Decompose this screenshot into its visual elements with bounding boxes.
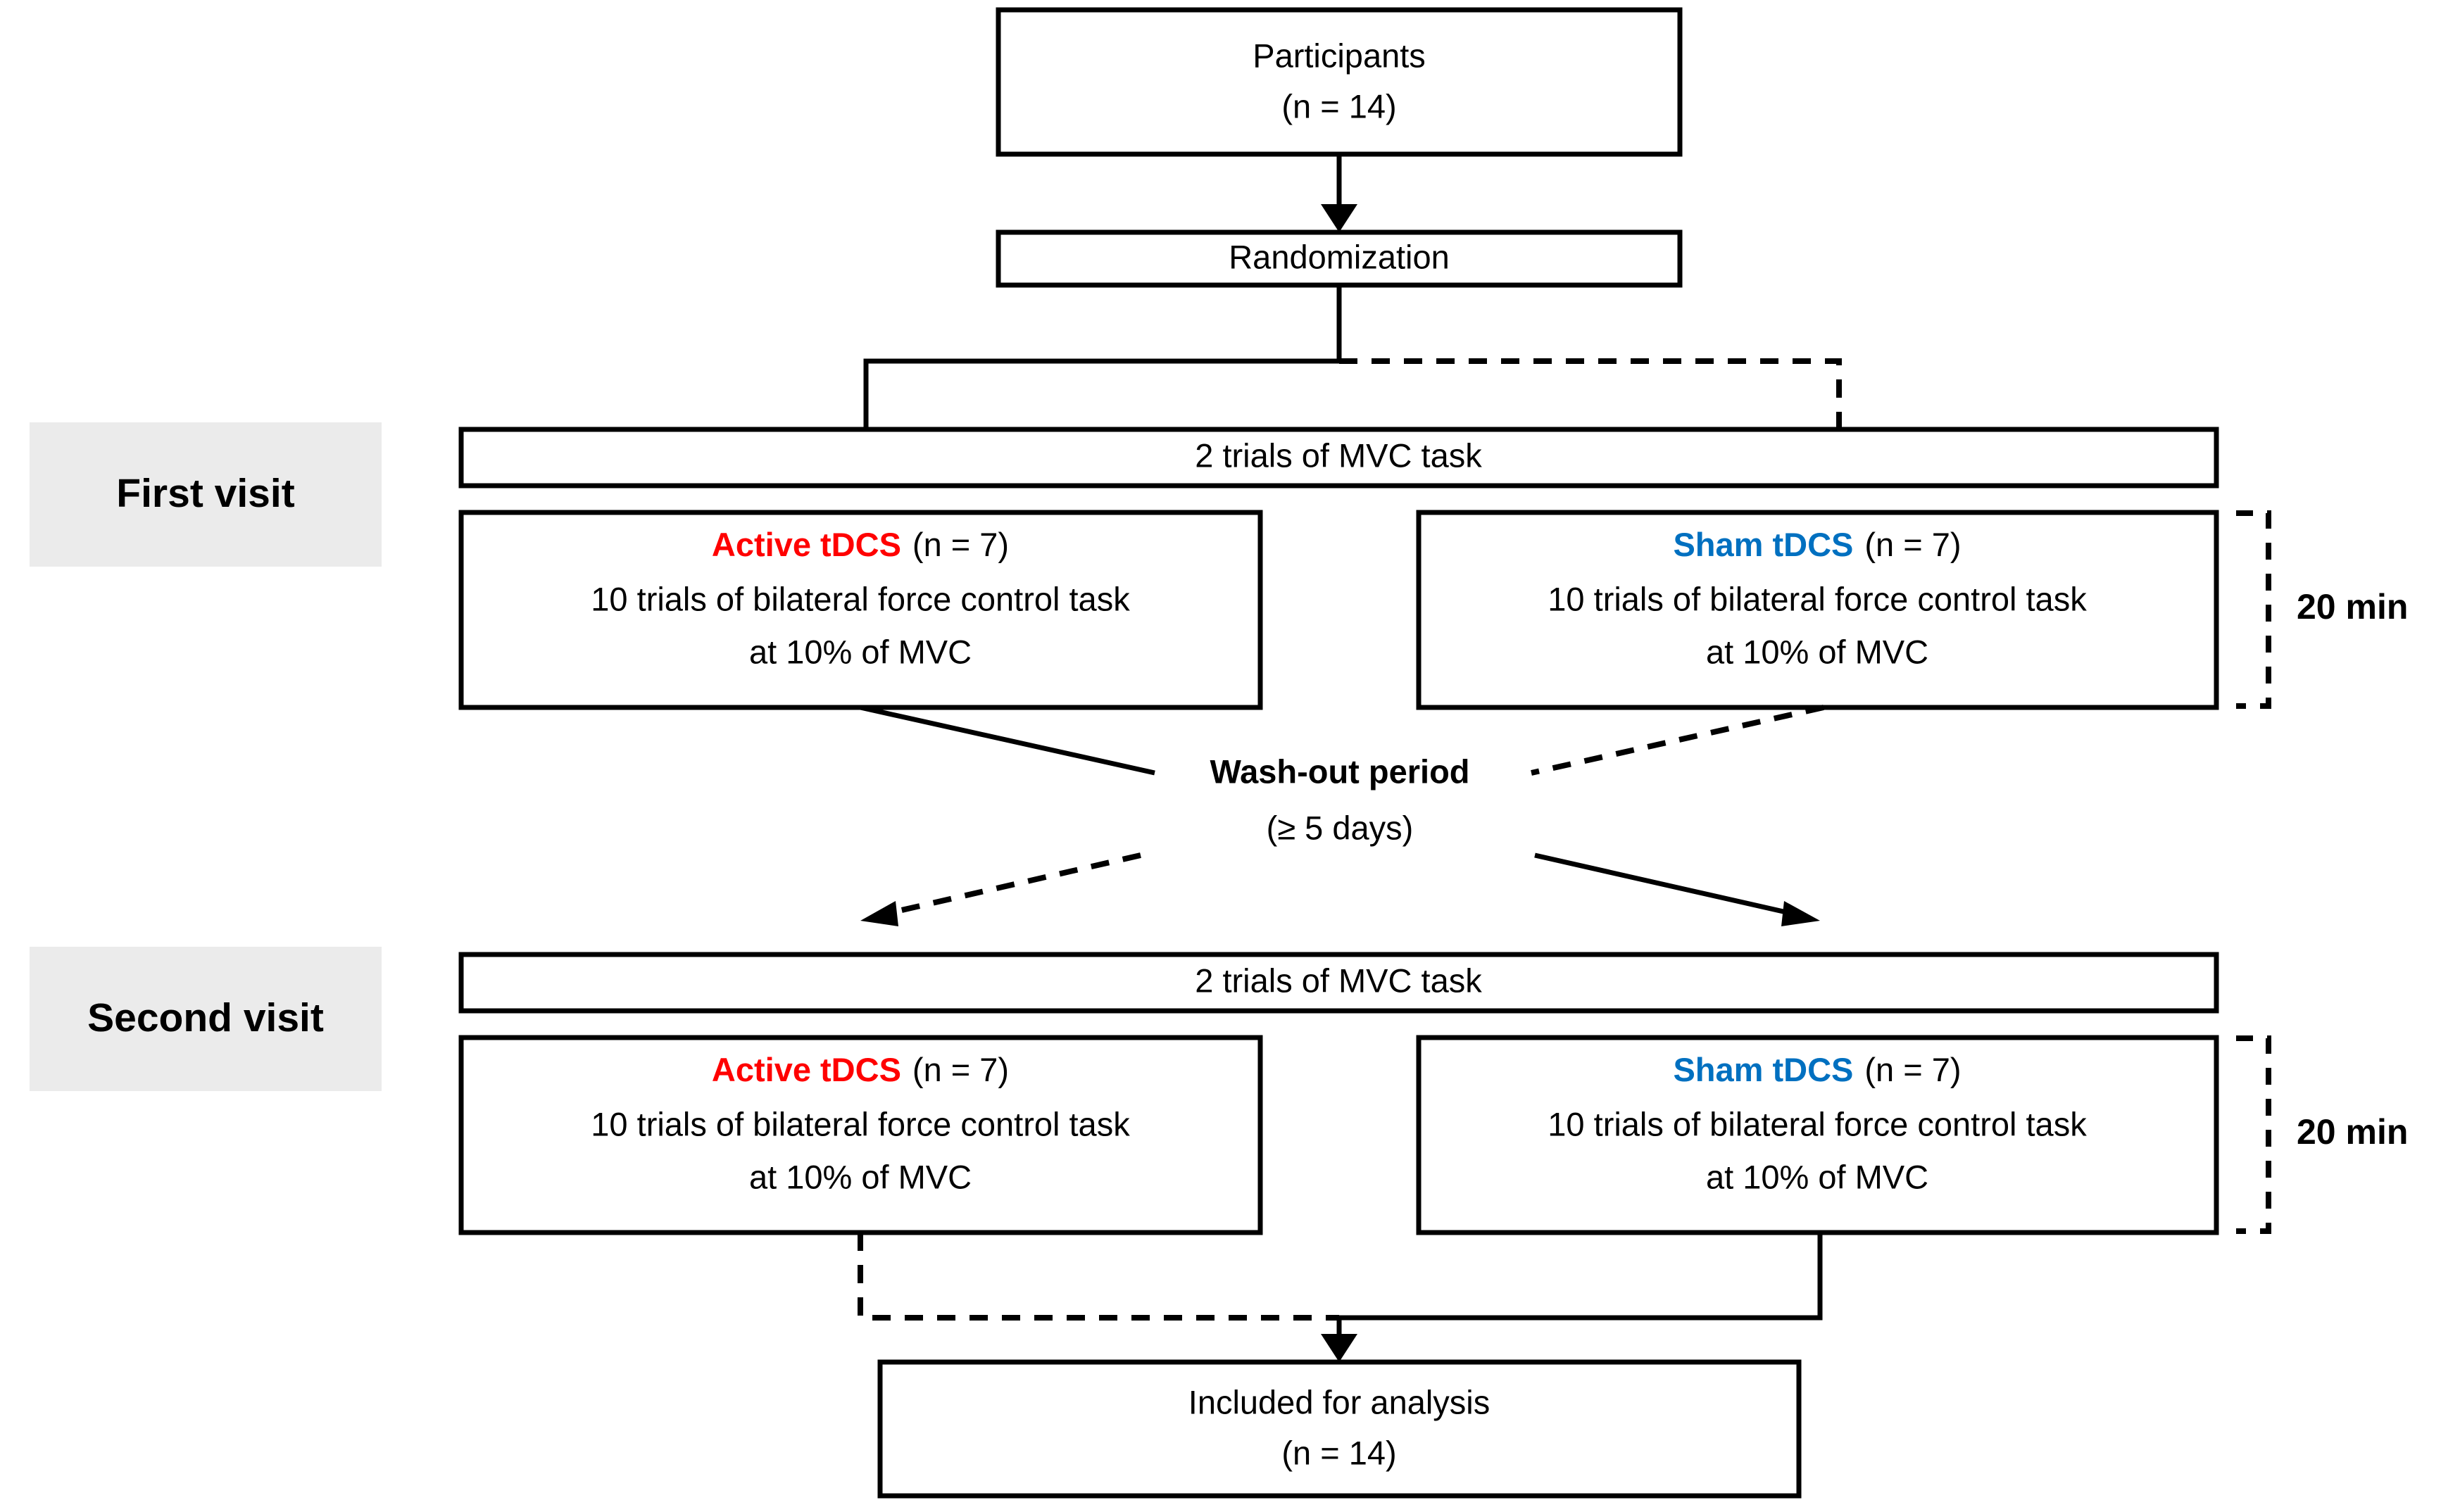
connector-sham-to-washout [1531, 705, 1824, 776]
duration-bracket-first [2236, 510, 2271, 709]
sham-tdcs-box-second[interactable] [1416, 1035, 2219, 1235]
active-tdcs-n-first: (n = 7) [912, 526, 1009, 563]
connector-active-to-washout [860, 705, 1155, 776]
sham-tdcs-n-second: (n = 7) [1864, 1051, 1961, 1088]
washout-title: Wash-out period [1210, 752, 1469, 790]
sham-tdcs-heading-first: Sham tDCS (n = 7) [1673, 526, 1961, 563]
arrowhead-to-analysis [1321, 1334, 1357, 1362]
connector-sham-second-to-merge-solid [1339, 1233, 1823, 1321]
sham-tdcs-box-first[interactable] [1416, 510, 2219, 710]
arrowhead-to-randomization [1321, 204, 1357, 232]
first-visit-band [30, 422, 382, 567]
sham-tdcs-trials-first: 10 trials of bilateral force control tas… [1548, 580, 2087, 617]
active-tdcs-heading-first: Active tDCS (n = 7) [712, 526, 1009, 563]
analysis-title: Included for analysis [1188, 1383, 1490, 1420]
sham-tdcs-trials-second: 10 trials of bilateral force control tas… [1548, 1105, 2087, 1142]
analysis-box[interactable] [877, 1359, 1802, 1499]
active-tdcs-intensity-first: at 10% of MVC [749, 633, 972, 670]
second-visit-band [30, 947, 382, 1091]
mvc-task-label-second: 2 trials of MVC task [1195, 962, 1482, 999]
duration-label-second: 20 min [2297, 1112, 2408, 1152]
active-tdcs-group-first: Active tDCS [712, 526, 901, 563]
mvc-task-bar-first[interactable] [458, 427, 2219, 489]
mvc-task-label-first: 2 trials of MVC task [1195, 436, 1482, 474]
analysis-count: (n = 14) [1281, 1434, 1396, 1471]
mvc-task-bar-second[interactable] [458, 952, 2219, 1014]
participants-count: (n = 14) [1281, 87, 1396, 125]
sham-tdcs-group-second: Sham tDCS [1673, 1051, 1853, 1088]
sham-tdcs-heading-second: Sham tDCS (n = 7) [1673, 1051, 1961, 1088]
active-tdcs-box-first[interactable] [458, 510, 1263, 710]
duration-bracket-second [2236, 1035, 2271, 1234]
active-tdcs-heading-second: Active tDCS (n = 7) [712, 1051, 1009, 1088]
second-visit-label: Second visit [87, 995, 324, 1040]
active-tdcs-n-second: (n = 7) [912, 1051, 1009, 1088]
washout-duration: (≥ 5 days) [1267, 809, 1414, 846]
sham-tdcs-intensity-first: at 10% of MVC [1706, 633, 1928, 670]
active-tdcs-trials-second: 10 trials of bilateral force control tas… [591, 1105, 1130, 1142]
participants-title: Participants [1253, 37, 1426, 74]
sham-tdcs-intensity-second: at 10% of MVC [1706, 1158, 1928, 1195]
first-visit-label: First visit [116, 471, 294, 516]
participants-box[interactable] [996, 7, 1683, 157]
randomization-label: Randomization [1229, 238, 1450, 275]
active-tdcs-trials-first: 10 trials of bilateral force control tas… [591, 580, 1130, 617]
active-tdcs-group-second: Active tDCS [712, 1051, 901, 1088]
sham-tdcs-group-first: Sham tDCS [1673, 526, 1853, 563]
sham-tdcs-n-first: (n = 7) [1864, 526, 1961, 563]
duration-label-first: 20 min [2297, 587, 2408, 626]
connector-washout-to-second-right-solid [1534, 852, 1800, 918]
arrowhead-washout-left [860, 901, 898, 926]
connector-washout-to-second-left-dashed [879, 852, 1141, 918]
arrowhead-washout-right [1781, 901, 1820, 926]
connector-active-second-to-merge-dashed [858, 1233, 1339, 1321]
connector-split-right-dashed [1339, 358, 1842, 459]
active-tdcs-intensity-second: at 10% of MVC [749, 1158, 972, 1195]
